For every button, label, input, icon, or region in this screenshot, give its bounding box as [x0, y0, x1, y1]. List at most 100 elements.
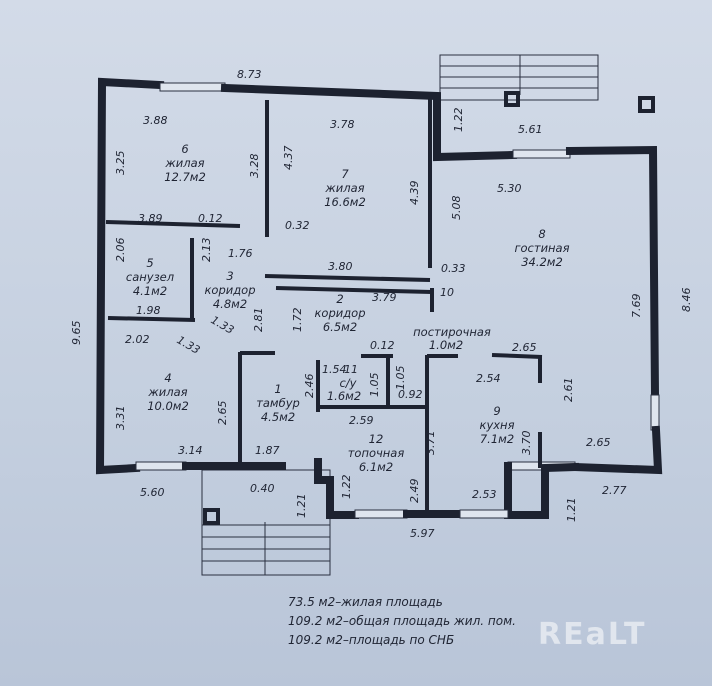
dimension-labels: 8.73 3.88 3.78 1.22 5.61 3.25 3.28 4.37 … — [70, 68, 693, 540]
area-summary: 73.5 м2–жилая площадь 109.2 м2–общая пло… — [288, 593, 516, 650]
dimension-label: 3.71 — [424, 431, 437, 456]
room-text: 10 — [440, 286, 454, 299]
dimension-label: 0.12 — [198, 212, 223, 225]
room-text: 4.5м2 — [261, 410, 295, 424]
dimension-label: 2.02 — [125, 333, 150, 346]
dimension-label: 5.08 — [450, 196, 463, 221]
dimension-label: 1.21 — [295, 494, 308, 519]
room-text: жилая — [164, 156, 204, 170]
room-text: 7 — [341, 167, 349, 181]
dimension-label: 3.14 — [178, 444, 203, 457]
room-text: 11 — [344, 363, 358, 376]
room-label-11: 11с/у1.6м2 — [327, 363, 361, 403]
room-text: 4.8м2 — [213, 297, 247, 311]
room-text: кухня — [480, 418, 515, 432]
dimension-label: 5.61 — [518, 123, 543, 136]
dimension-label: 4.37 — [282, 146, 295, 171]
outer-walls — [95, 77, 663, 519]
dimension-label: 5.97 — [410, 527, 435, 540]
total-area-note: 109.2 м2–общая площадь жил. пом. — [288, 614, 516, 628]
dimension-label: 2.65 — [586, 436, 611, 449]
room-text: 4.1м2 — [133, 284, 167, 298]
porch-stairs-top — [439, 54, 655, 113]
room-text: 10.0м2 — [147, 399, 189, 413]
room-text: 12.7м2 — [164, 170, 206, 184]
room-text: санузел — [126, 270, 175, 284]
dimension-label: 2.54 — [476, 372, 501, 385]
dimension-label: 7.69 — [630, 294, 643, 319]
room-text: 6 — [181, 142, 188, 156]
dimension-label: 0.12 — [370, 339, 395, 352]
dimension-label: 0.40 — [250, 482, 275, 495]
room-text: постирочная — [413, 325, 491, 339]
dimension-label: 0.92 — [398, 388, 423, 401]
snb-area-note: 109.2 м2–площадь по СНБ — [288, 633, 455, 647]
room-text: 16.6м2 — [324, 195, 366, 209]
dimension-label: 3.28 — [248, 154, 261, 179]
room-text: топочная — [348, 446, 405, 460]
dimension-label: 2.65 — [512, 341, 537, 354]
dimension-label: 1.76 — [228, 247, 253, 260]
room-text: 1.0м2 — [429, 338, 463, 352]
dimension-label: 2.46 — [303, 374, 316, 399]
dimension-label: 2.59 — [349, 414, 374, 427]
room-text: коридор — [314, 306, 365, 320]
dimension-label: 2.49 — [408, 479, 421, 504]
dimension-label: 3.31 — [114, 406, 127, 431]
realt-watermark: REaLT — [538, 617, 647, 652]
dimension-label: 1.22 — [340, 475, 353, 500]
dimension-label: 2.65 — [216, 401, 229, 426]
dimension-label: 8.46 — [680, 288, 693, 313]
dimension-label: 1.98 — [136, 304, 161, 317]
dimension-label: 9.65 — [70, 321, 83, 346]
dimension-label: 3.88 — [143, 114, 168, 127]
inner-walls — [105, 97, 543, 514]
room-text: гостиная — [514, 241, 569, 255]
dimension-label: 8.73 — [237, 68, 262, 81]
dimension-label: 2.53 — [472, 488, 497, 501]
living-area-note: 73.5 м2–жилая площадь — [288, 595, 443, 609]
room-text: 7.1м2 — [480, 432, 514, 446]
dimension-label: 3.25 — [114, 151, 127, 176]
room-text: жилая — [324, 181, 364, 195]
dimension-label: 3.79 — [372, 291, 397, 304]
dimension-label: 1.05 — [368, 373, 381, 398]
dimension-label: 2.13 — [200, 238, 213, 263]
room-text: 5 — [146, 256, 153, 270]
dimension-label: 5.30 — [497, 182, 522, 195]
dimension-label: 1.33 — [209, 313, 237, 337]
dimension-label: 1.05 — [394, 366, 407, 391]
dimension-label: 3.89 — [138, 212, 163, 225]
dimension-label: 2.61 — [562, 378, 575, 403]
dimension-label: 1.21 — [565, 498, 578, 523]
room-text: 9 — [493, 404, 500, 418]
dimension-label: 1.87 — [255, 444, 280, 457]
room-text: тамбур — [256, 396, 300, 410]
dimension-label: 2.77 — [602, 484, 627, 497]
dimension-label: 0.32 — [285, 219, 310, 232]
dimension-label: 2.81 — [252, 308, 265, 333]
dimension-label: 3.70 — [520, 431, 533, 456]
dimension-label: 1.33 — [175, 333, 203, 357]
room-text: 8 — [538, 227, 545, 241]
dimension-label: 0.33 — [441, 262, 466, 275]
dimension-label: 1.54 — [322, 363, 347, 376]
dimension-label: 5.60 — [140, 486, 165, 499]
room-text: 1.6м2 — [327, 389, 361, 403]
room-text: 6.5м2 — [323, 320, 357, 334]
room-text: с/у — [339, 376, 356, 390]
room-text: 4 — [164, 371, 171, 385]
dimension-label: 3.80 — [328, 260, 353, 273]
room-text: 34.2м2 — [521, 255, 563, 269]
